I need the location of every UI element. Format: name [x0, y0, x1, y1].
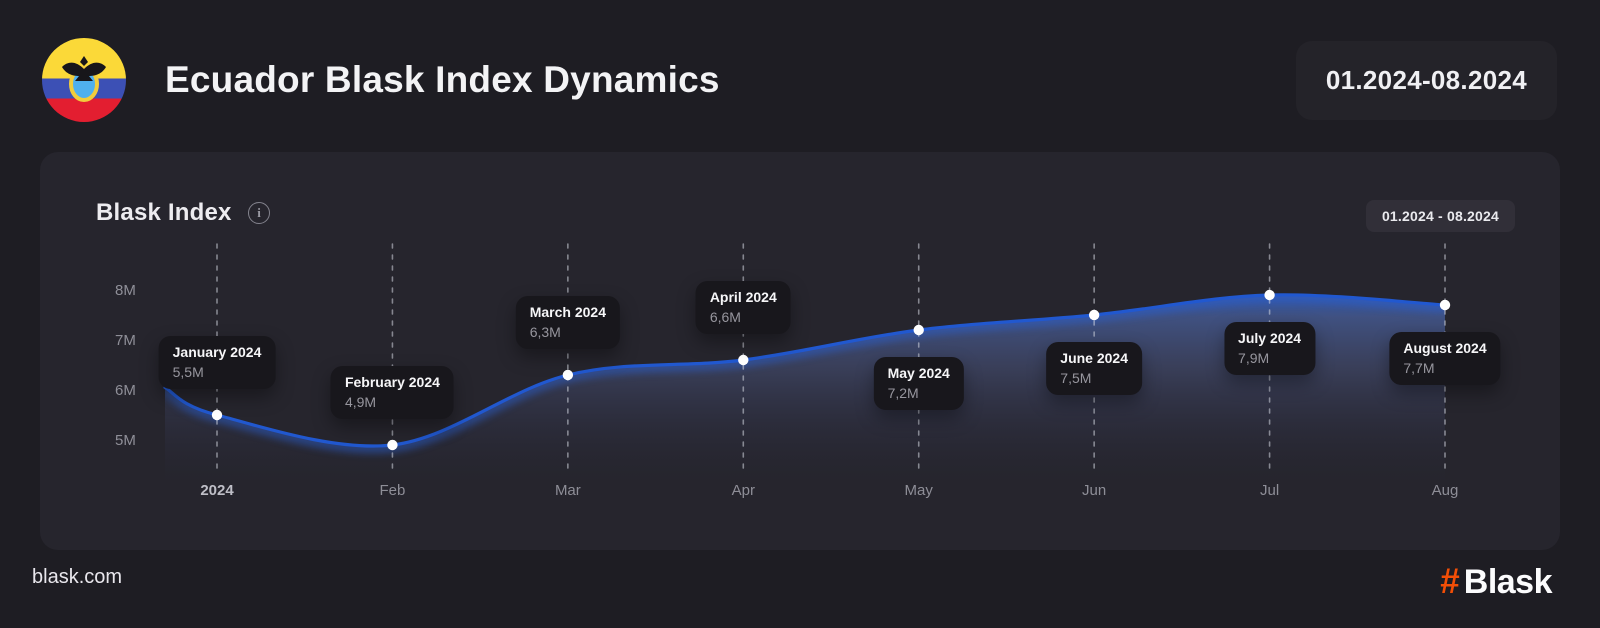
x-axis-label: Feb — [379, 482, 406, 499]
header: Ecuador Blask Index Dynamics 01.2024-08.… — [0, 38, 1600, 122]
data-point-aug[interactable] — [1439, 299, 1451, 311]
data-point-jul[interactable] — [1264, 289, 1275, 301]
chart-panel: Blask Index i 01.2024 - 08.2024 8M 7M 6M 5M… — [40, 152, 1560, 550]
data-point-jan[interactable] — [211, 409, 223, 421]
x-axis-label: 2024 — [200, 482, 234, 499]
chart-tooltip: February 2024 4,9M — [330, 366, 454, 419]
data-point-jun[interactable] — [1088, 309, 1100, 321]
tooltip-value: 7,5M — [1060, 370, 1092, 386]
x-axis-label: Aug — [1431, 482, 1459, 499]
x-axis-label: Apr — [731, 482, 755, 499]
site-link[interactable]: blask.com — [32, 566, 123, 588]
y-axis-label: 8M — [115, 281, 136, 299]
date-range-badge: 01.2024-08.2024 — [1295, 41, 1557, 120]
chart-tooltip: August 2024 7,7M — [1389, 332, 1501, 385]
tooltip-title: June 2024 — [1060, 350, 1128, 366]
chart-title: Blask Index — [96, 199, 232, 226]
tooltip-title: April 2024 — [709, 289, 777, 305]
blask-wordmark: Blask — [1463, 562, 1553, 601]
tooltip-title: March 2024 — [529, 304, 606, 320]
tooltip-title: May 2024 — [887, 365, 950, 381]
tooltip-title: February 2024 — [344, 374, 440, 390]
tooltip-title: August 2024 — [1403, 340, 1487, 356]
x-axis-label: Mar — [554, 482, 581, 499]
chart-tooltip: June 2024 7,5M — [1046, 342, 1142, 395]
y-axis-label: 5M — [115, 431, 136, 449]
tooltip-title: January 2024 — [172, 344, 262, 360]
chart-tooltip: July 2024 7,9M — [1224, 322, 1316, 375]
tooltip-value: 6,6M — [709, 309, 741, 325]
index-line — [163, 293, 1447, 448]
blask-index-chart: 8M 7M 6M 5M 2024 Feb Mar Apr May Jun Jul Aug Janua… — [40, 152, 1560, 550]
y-axis-label: 6M — [115, 381, 136, 399]
x-axis-label: Jun — [1082, 482, 1107, 499]
info-icon[interactable]: i — [248, 202, 270, 224]
data-point-mar[interactable] — [562, 369, 574, 381]
y-axis-label: 7M — [115, 331, 136, 349]
ecuador-flag-icon — [42, 38, 126, 122]
data-point-feb[interactable] — [387, 439, 398, 451]
tooltip-title: July 2024 — [1238, 330, 1302, 346]
tooltip-value: 7,9M — [1238, 350, 1270, 366]
ecuador-condor-emblem — [62, 56, 106, 102]
data-point-may[interactable] — [913, 324, 924, 336]
chart-tooltip: March 2024 6,3M — [515, 296, 620, 349]
tooltip-value: 4,9M — [344, 394, 377, 410]
x-axis-label: Jul — [1259, 482, 1280, 499]
tooltip-value: 7,2M — [887, 385, 919, 401]
area-fill — [165, 294, 1446, 482]
page-title: Ecuador Blask Index Dynamics — [165, 59, 720, 100]
tooltip-value: 5,5M — [172, 364, 204, 380]
chart-tooltip: January 2024 5,5M — [158, 336, 276, 389]
data-point-apr[interactable] — [738, 354, 749, 366]
chart-tooltip: April 2024 6,6M — [695, 281, 791, 334]
chart-tooltip: May 2024 7,2M — [873, 357, 964, 410]
blask-logo: # Blask — [1440, 562, 1552, 602]
blask-hash-icon: # — [1440, 562, 1459, 601]
tooltip-value: 6,3M — [529, 324, 561, 340]
chart-date-range-badge: 01.2024 - 08.2024 — [1365, 200, 1515, 232]
tooltip-value: 7,7M — [1403, 360, 1435, 376]
x-axis-label: May — [904, 482, 933, 499]
